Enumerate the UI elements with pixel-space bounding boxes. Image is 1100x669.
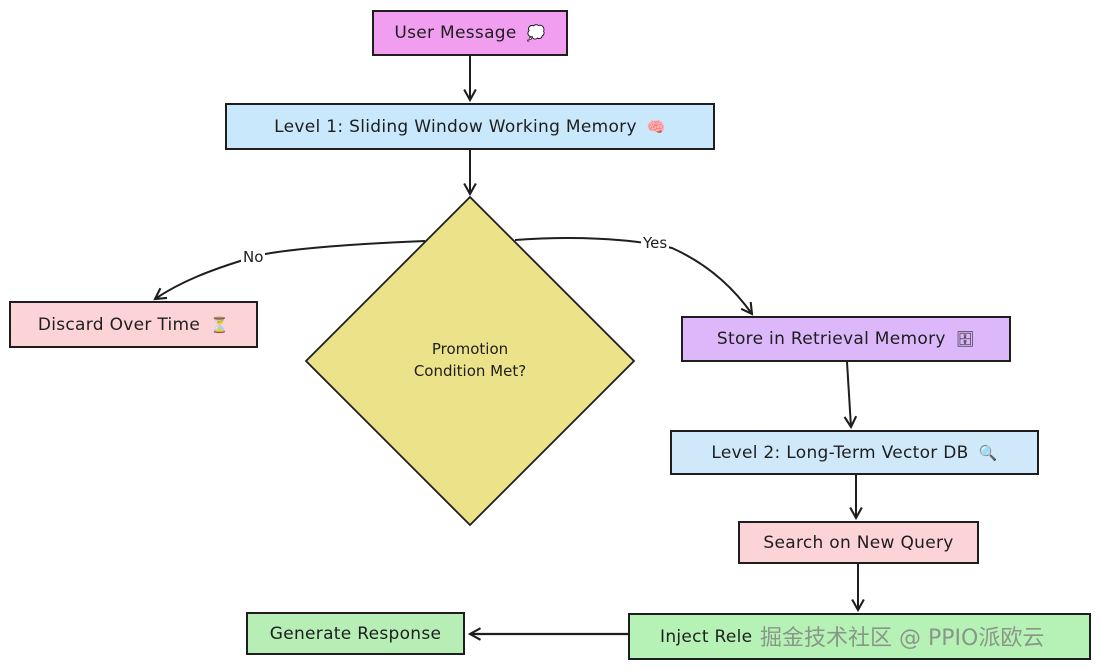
decision-line-1: Promotion (431, 340, 509, 358)
node-label: Store in Retrieval Memory (716, 329, 946, 349)
node-label: Discard Over Time (37, 314, 201, 335)
arrow-store-to-level2 (843, 361, 858, 430)
brain-icon: 🧠 (646, 117, 666, 136)
node-generate-response[interactable]: Generate Response (246, 612, 465, 655)
watermark: 掘金技术社区 @ PPIO派欧云 (760, 626, 1045, 651)
hourglass-icon: ⏳ (210, 315, 230, 334)
node-label: User Message (394, 23, 517, 43)
node-label: Inject Rele (660, 626, 753, 647)
decision-line-2: Condition Met? (413, 362, 527, 380)
node-label: Level 2: Long-Term Vector DB (711, 442, 969, 463)
node-inject-relevant[interactable]: Inject Rele (628, 613, 1091, 660)
edge-label-no: No (241, 248, 266, 266)
node-store-retrieval-memory[interactable]: Store in Retrieval Memory 🗄 (681, 316, 1011, 362)
thought-bubble-icon: 💭 (526, 24, 546, 42)
decision-label: Promotion Condition Met? (370, 338, 570, 382)
node-search-new-query[interactable]: Search on New Query (738, 521, 979, 564)
node-user-message[interactable]: User Message 💭 (372, 10, 568, 56)
node-level2-vector-db[interactable]: Level 2: Long-Term Vector DB 🔍 (670, 430, 1039, 475)
node-discard-over-time[interactable]: Discard Over Time ⏳ (9, 301, 258, 348)
arrow-decision-yes (514, 237, 754, 316)
node-level1-working-memory[interactable]: Level 1: Sliding Window Working Memory 🧠 (225, 103, 715, 150)
file-cabinet-icon: 🗄 (955, 330, 976, 348)
node-label: Generate Response (269, 623, 442, 644)
node-label: Search on New Query (763, 532, 954, 553)
edge-label-yes: Yes (641, 234, 670, 252)
magnifier-icon: 🔍 (978, 443, 998, 462)
node-label: Level 1: Sliding Window Working Memory (274, 116, 637, 137)
decision-diamond (304, 195, 636, 527)
